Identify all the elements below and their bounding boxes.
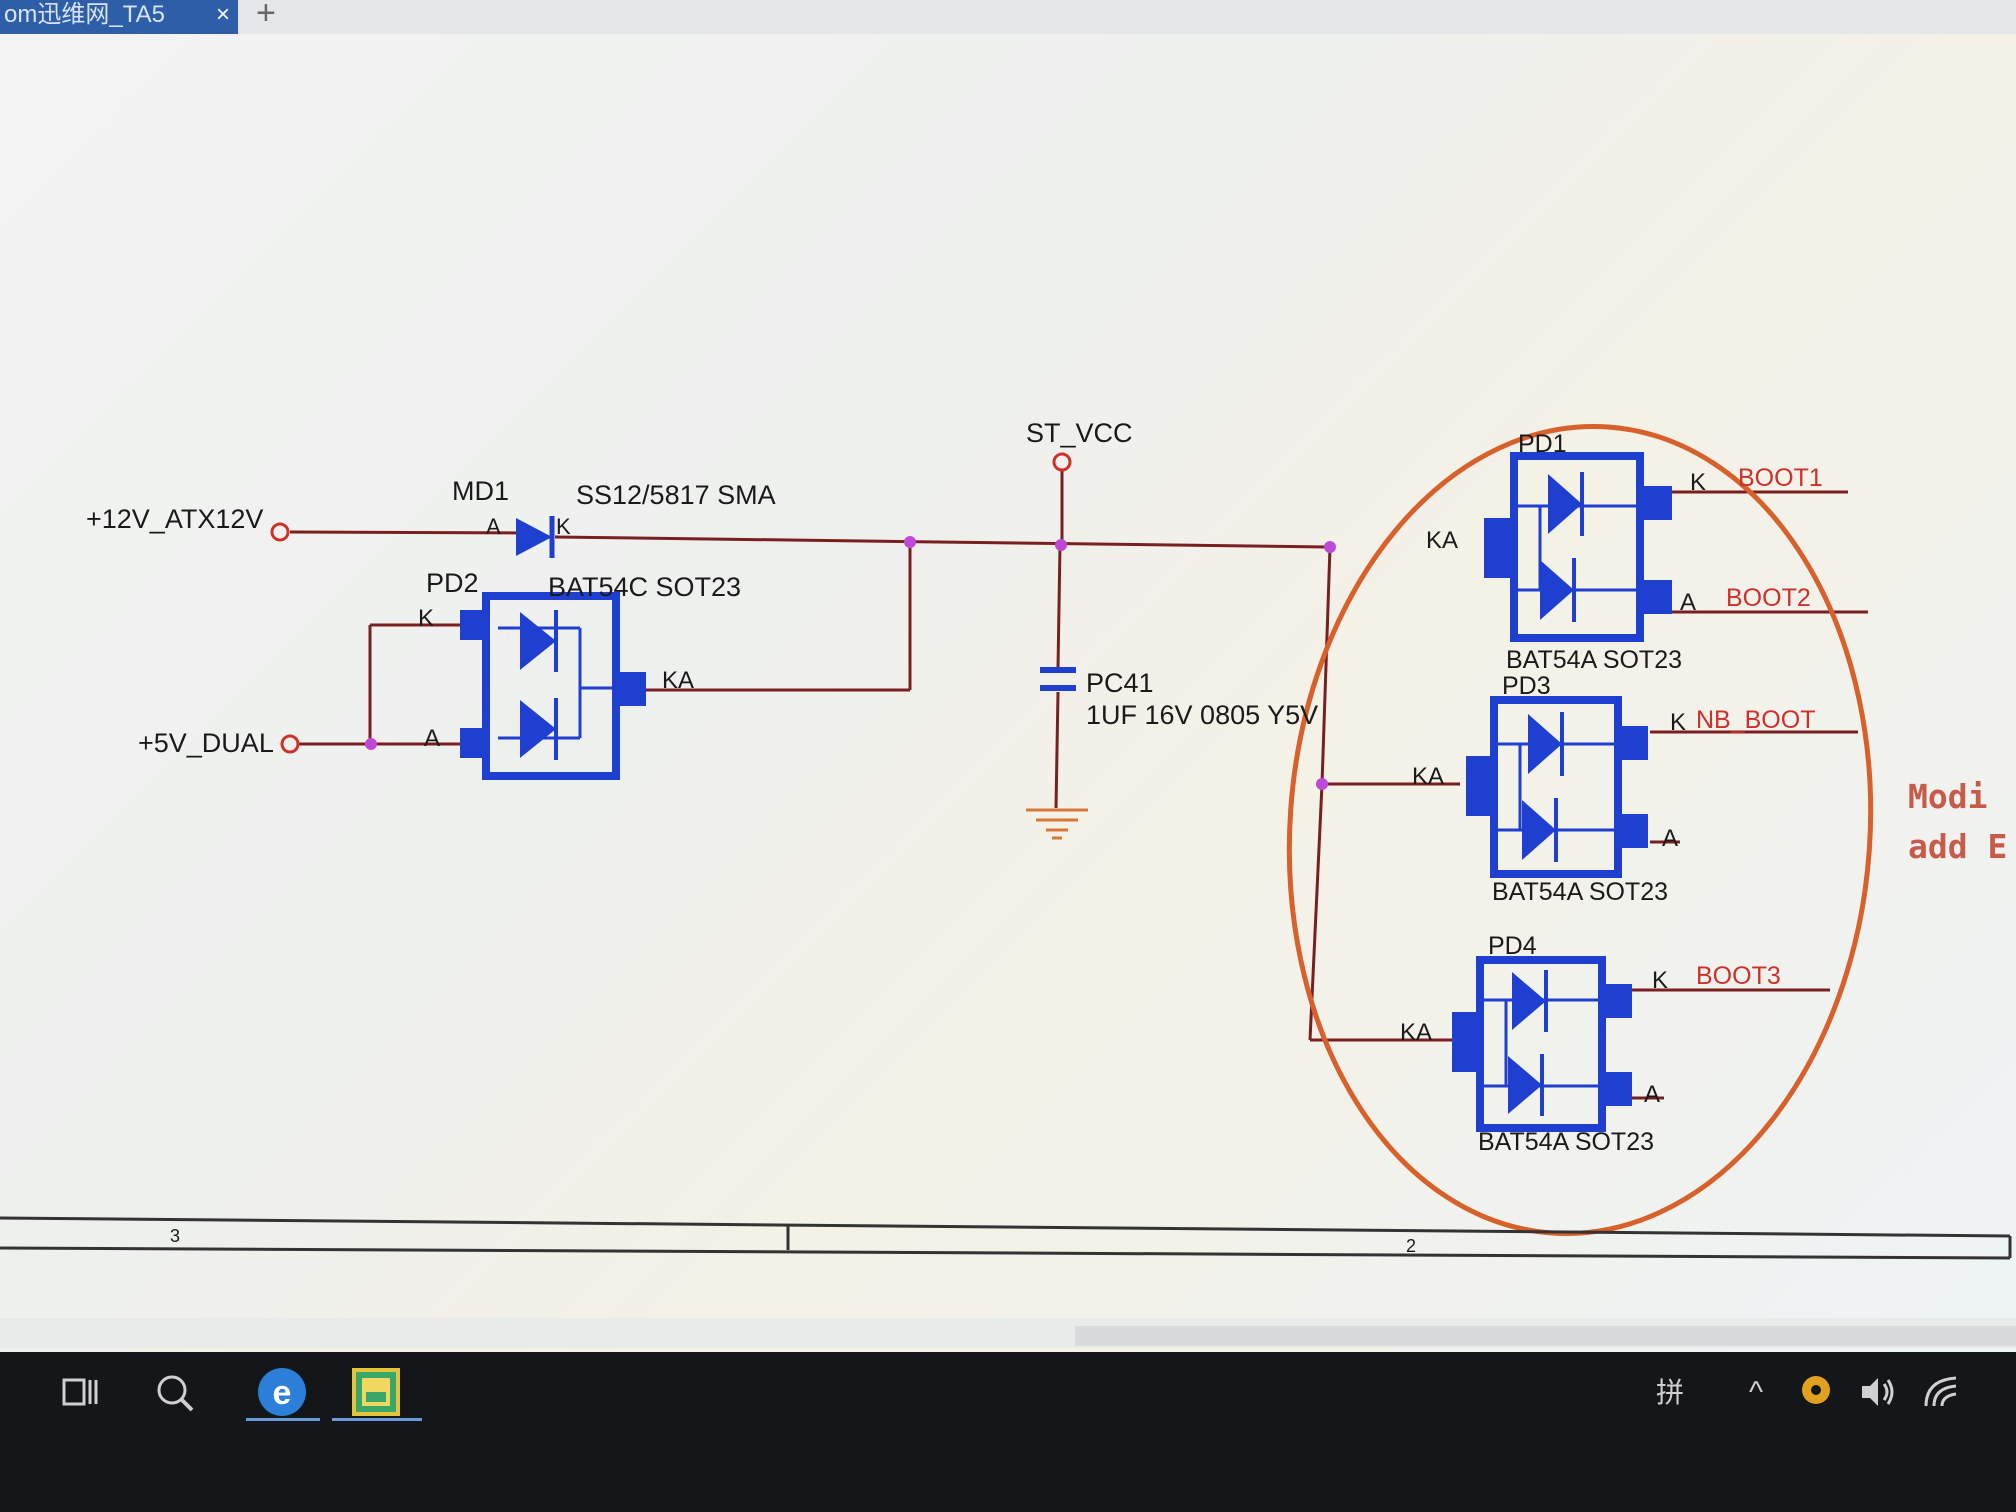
schematic-canvas[interactable]: +12V_ATX12V +5V_DUAL ST_VCC MD1 SS12/581… [0,34,2016,1352]
pd2-diode-bottom-icon [520,700,556,758]
pd1-pin-k: K [1690,469,1706,496]
note-line-2: add E [1908,827,2008,866]
md1-pin-a: A [486,514,501,539]
pd3-ref: PD3 [1502,672,1551,700]
search-icon[interactable] [150,1368,200,1418]
net-label-st-vcc: ST_VCC [1026,418,1133,448]
pd1-ref: PD1 [1518,430,1567,458]
md1-ref: MD1 [452,476,509,506]
wires [289,470,1868,1100]
pd1-value: BAT54A SOT23 [1506,646,1682,674]
pd3-pin-k: K [1670,709,1686,736]
pd3-value: BAT54A SOT23 [1492,878,1668,906]
scrollbar-thumb[interactable] [1075,1326,2016,1346]
frame-zone-2: 2 [1406,1236,1416,1256]
pd4-pin-k: K [1652,967,1668,994]
frame-zone-3: 3 [170,1226,180,1246]
pd1-pin-ka: KA [1426,527,1458,554]
net-label-5v: +5V_DUAL [138,728,274,758]
pd3-component [1466,696,1648,878]
pd4-diode-bottom-icon [1508,1056,1542,1114]
port-12v [270,522,290,542]
pd2-pin-ka: KA [662,667,694,694]
taskbar: e 拼 ^ [0,1352,2016,1512]
net-label-12v: +12V_ATX12V [86,504,263,534]
pd4-ref: PD4 [1488,932,1537,960]
schematic-drawing: +12V_ATX12V +5V_DUAL ST_VCC MD1 SS12/581… [0,418,2012,1260]
ime-indicator[interactable]: 拼 [1655,1377,1684,1408]
port-st-vcc [1052,452,1072,472]
pd2-pin-a: A [424,725,440,752]
modification-note: Modi add E [1908,772,2007,872]
pc41-capacitor-icon [1040,667,1076,691]
pd3-pin-ka: KA [1412,763,1444,790]
pd2-value: BAT54C SOT23 [548,572,741,602]
net-label-boot3: BOOT3 [1696,962,1781,990]
pd4-value: BAT54A SOT23 [1478,1128,1654,1156]
tray-app-icon[interactable] [1796,1370,1836,1410]
wifi-icon[interactable] [1920,1370,1964,1414]
pd4-component [1452,956,1632,1132]
new-tab-button[interactable]: + [256,0,276,32]
tab-close-icon[interactable]: × [215,1,230,28]
md1-pin-k: K [556,514,571,539]
net-label-boot1: BOOT1 [1738,464,1823,492]
md1-value: SS12/5817 SMA [576,480,776,510]
task-view-icon[interactable] [56,1368,106,1418]
junction-dots [365,536,1336,790]
pc41-value: 1UF 16V 0805 Y5V [1086,700,1318,730]
edge-active-indicator [246,1418,320,1421]
pd2-pin-k: K [418,605,434,632]
pd1-diode-bottom-icon [1540,560,1574,620]
edge-browser-icon[interactable]: e [252,1362,312,1422]
power-ports [270,452,1072,754]
pd1-pin-a: A [1680,589,1696,616]
pd4-diode-top-icon [1512,972,1546,1030]
volume-icon[interactable] [1856,1370,1900,1414]
ground-icon [1026,808,1088,840]
note-line-1: Modi [1908,777,1988,816]
svg-text:e: e [273,1374,292,1412]
horizontal-scrollbar[interactable] [0,1318,2016,1348]
net-label-boot2: BOOT2 [1726,584,1811,612]
pd3-diode-bottom-icon [1522,800,1556,860]
md1-diode-icon [516,516,555,558]
pd4-pin-a: A [1644,1081,1660,1108]
pd1-component [1484,452,1672,642]
pd3-pin-a: A [1662,825,1678,852]
pd2-component [460,592,646,780]
port-5v [280,734,300,754]
pd4-pin-ka: KA [1400,1019,1432,1046]
pc41-ref: PC41 [1086,668,1154,698]
browser-tab-bar: om迅维网_TA5 × + [0,0,2016,34]
pd3-diode-top-icon [1528,714,1562,774]
tray-chevron-icon[interactable]: ^ [1748,1376,1764,1409]
tab-title: om迅维网_TA5 [4,1,165,28]
image-viewer-active-indicator [332,1418,422,1421]
pd2-ref: PD2 [426,568,479,598]
image-viewer-icon[interactable] [346,1362,406,1422]
browser-tab[interactable]: om迅维网_TA5 × [0,0,238,34]
sheet-frame [0,1216,2012,1260]
pd2-diode-top-icon [520,612,556,670]
net-label-nb-boot: NB_BOOT [1696,706,1815,734]
pd1-diode-top-icon [1548,474,1582,534]
